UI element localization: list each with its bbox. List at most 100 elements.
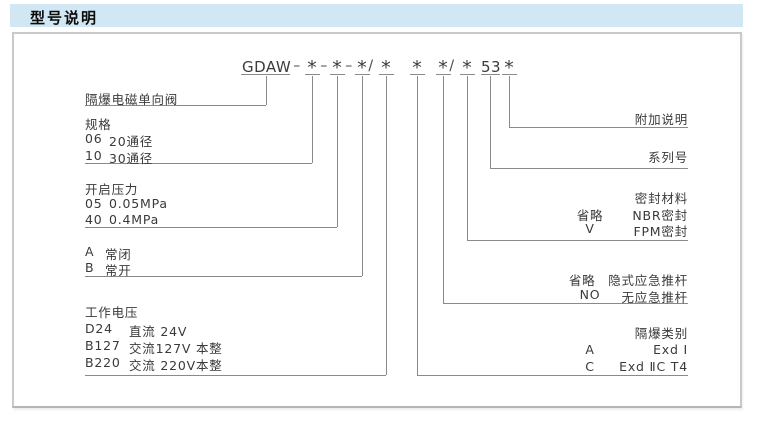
connector-line — [417, 76, 418, 375]
model-code-slash: / — [449, 58, 455, 74]
code-underline — [305, 74, 320, 75]
sealing-title: 密封材料 — [634, 191, 688, 206]
sealing-row: V FPM密封 — [576, 221, 688, 240]
spec-code: 10 — [85, 148, 103, 163]
model-code-star: * — [357, 57, 367, 79]
spec-row: 06 20通径 — [85, 131, 153, 150]
explosion-class-code: A — [585, 342, 595, 357]
voltage-title: 工作电压 — [85, 305, 139, 320]
connector-line — [443, 76, 444, 303]
connector-line — [266, 76, 267, 105]
model-code-dash: – — [320, 58, 328, 74]
code-underline — [355, 74, 370, 75]
pressure-code: 40 — [85, 212, 103, 227]
valve-state-row: A 常闭 — [85, 244, 132, 263]
pushrod-row: 省略 隐式应急推杆 — [568, 270, 688, 289]
explosion-class-desc: Exd Ⅰ — [653, 342, 688, 357]
sealing-row: 省略 NBR密封 — [576, 205, 688, 224]
valve-state-code: B — [85, 260, 95, 275]
code-underline — [330, 74, 345, 75]
connector-line — [467, 76, 468, 240]
model-code-star: * — [438, 57, 448, 79]
model-code-series: 53 — [481, 58, 502, 76]
voltage-desc: 直流 24V — [129, 324, 188, 339]
connector-line — [337, 76, 338, 227]
connector-line — [85, 105, 266, 106]
valve-state-desc: 常闭 — [105, 247, 132, 262]
pushrod-code: 省略 — [568, 273, 596, 288]
connector-line — [417, 375, 688, 376]
explosion-class-row: C Exd ⅡC T4 — [576, 359, 688, 374]
product-name-label: 隔爆电磁单向阀 — [85, 92, 179, 107]
pressure-row: 05 0.05MPa — [85, 196, 168, 211]
model-code-dash: – — [345, 58, 353, 74]
model-code-star: * — [307, 57, 317, 79]
spec-row: 10 30通径 — [85, 148, 153, 167]
sealing-code: V — [585, 221, 595, 236]
code-underline — [460, 74, 475, 75]
connector-line — [490, 168, 688, 169]
model-code-slash: / — [368, 58, 374, 74]
voltage-desc: 交流 220V本整 — [129, 358, 223, 373]
connector-line — [85, 276, 362, 277]
voltage-row: B220 交流 220V本整 — [85, 355, 223, 374]
code-underline — [436, 74, 451, 75]
model-code-dash: – — [293, 58, 301, 74]
spec-desc: 20通径 — [109, 134, 154, 149]
connector-line — [443, 303, 688, 304]
voltage-desc: 交流127V 本整 — [129, 341, 223, 356]
code-underline — [410, 74, 425, 75]
pushrod-row: NO 无应急推杆 — [576, 287, 688, 306]
model-code-star: * — [412, 57, 422, 79]
pushrod-desc: 隐式应急推杆 — [608, 273, 688, 288]
pressure-title: 开启压力 — [85, 182, 139, 197]
pushrod-desc: 无应急推杆 — [621, 290, 688, 305]
code-underline — [481, 74, 500, 75]
connector-line — [509, 76, 510, 127]
voltage-code: B127 — [85, 338, 121, 353]
explosion-class-row: A Exd Ⅰ — [576, 342, 688, 357]
sealing-code: 省略 — [576, 208, 604, 223]
connector-line — [85, 163, 312, 164]
voltage-row: B127 交流127V 本整 — [85, 338, 223, 357]
connector-line — [509, 127, 688, 128]
section-header-bar: 型号说明 — [10, 4, 743, 27]
pushrod-code: NO — [579, 287, 601, 302]
sealing-desc: FPM密封 — [633, 224, 688, 239]
connector-line — [85, 227, 337, 228]
connector-line — [312, 76, 313, 163]
spec-code: 06 — [85, 131, 103, 146]
connector-line — [386, 76, 387, 375]
pressure-row: 40 0.4MPa — [85, 212, 159, 227]
additional-note-label: 附加说明 — [634, 112, 688, 127]
code-underline — [241, 74, 290, 75]
series-number-label: 系列号 — [648, 150, 688, 165]
diagram-box — [12, 32, 742, 408]
model-code-star: * — [332, 57, 342, 79]
pressure-desc: 0.05MPa — [109, 196, 168, 211]
valve-state-desc: 常开 — [105, 263, 132, 278]
model-code-star: * — [504, 57, 514, 79]
connector-line — [490, 76, 491, 168]
connector-line — [467, 240, 688, 241]
pressure-code: 05 — [85, 196, 103, 211]
model-code-prefix: GDAW — [242, 58, 292, 76]
section-title: 型号说明 — [30, 9, 99, 27]
explosion-class-code: C — [585, 359, 595, 374]
voltage-row: D24 直流 24V — [85, 321, 187, 340]
connector-line — [362, 76, 363, 276]
connector-line — [85, 375, 386, 376]
spec-desc: 30通径 — [109, 151, 154, 166]
code-underline — [502, 74, 517, 75]
voltage-code: B220 — [85, 355, 121, 370]
valve-state-code: A — [85, 244, 95, 259]
code-underline — [379, 74, 394, 75]
spec-title: 规格 — [85, 117, 112, 132]
model-code-star: * — [381, 57, 391, 79]
valve-state-row: B 常开 — [85, 260, 132, 279]
voltage-code: D24 — [85, 321, 113, 336]
sealing-desc: NBR密封 — [632, 208, 688, 223]
explosion-class-title: 隔爆类别 — [634, 326, 688, 341]
explosion-class-desc: Exd ⅡC T4 — [619, 359, 688, 374]
